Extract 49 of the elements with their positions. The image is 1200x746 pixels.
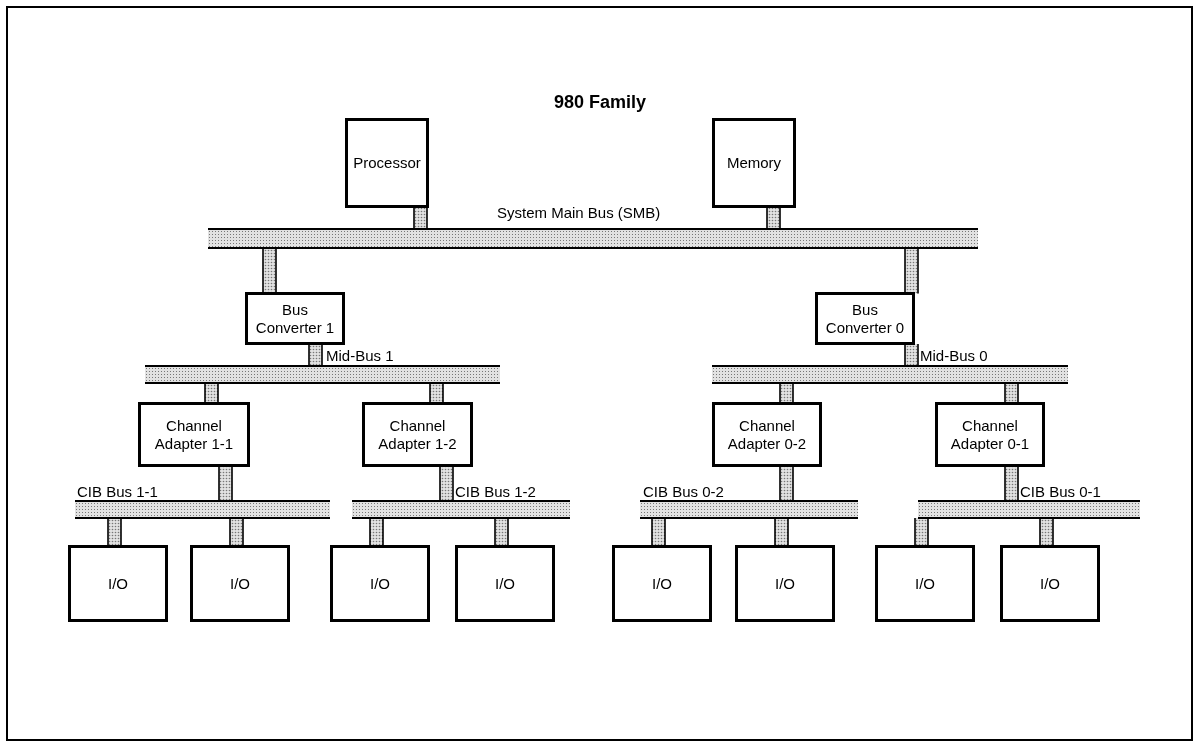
bus-bar [75, 500, 330, 519]
bus-connector [494, 517, 509, 548]
bus-bar [208, 228, 978, 249]
component-box: I/O [190, 545, 290, 622]
bus-connector [766, 206, 781, 231]
component-box: Channel Adapter 1-1 [138, 402, 250, 467]
component-box: I/O [735, 545, 835, 622]
bus-connector [413, 206, 428, 231]
bus-connector [107, 517, 122, 548]
bus-connector [651, 517, 666, 548]
bus-label: Mid-Bus 1 [326, 347, 394, 365]
bus-label: CIB Bus 1-1 [77, 483, 158, 501]
bus-label: CIB Bus 1-2 [455, 483, 536, 501]
bus-connector [204, 382, 219, 405]
bus-connector [779, 382, 794, 405]
component-box: I/O [1000, 545, 1100, 622]
component-box: Memory [712, 118, 796, 208]
bus-label: System Main Bus (SMB) [497, 204, 661, 222]
bus-bar [352, 500, 570, 519]
component-box: Bus Converter 0 [815, 292, 915, 345]
bus-bar [918, 500, 1140, 519]
component-box: Bus Converter 1 [245, 292, 345, 345]
bus-bar [145, 365, 500, 384]
bus-connector [914, 517, 929, 548]
bus-bar [712, 365, 1068, 384]
component-box: I/O [68, 545, 168, 622]
bus-connector [429, 382, 444, 405]
component-box: I/O [330, 545, 430, 622]
bus-connector [229, 517, 244, 548]
component-box: Channel Adapter 0-2 [712, 402, 822, 467]
component-box: Processor [345, 118, 429, 208]
bus-bar [640, 500, 858, 519]
diagram-title: 980 Family [552, 92, 648, 113]
bus-connector [262, 247, 277, 295]
bus-connector [308, 343, 323, 368]
bus-connector [1004, 382, 1019, 405]
bus-connector [369, 517, 384, 548]
component-box: I/O [875, 545, 975, 622]
component-box: I/O [612, 545, 712, 622]
bus-connector [904, 247, 919, 295]
bus-label: Mid-Bus 0 [920, 347, 988, 365]
bus-connector [904, 343, 919, 368]
bus-connector [774, 517, 789, 548]
component-box: Channel Adapter 1-2 [362, 402, 473, 467]
component-box: Channel Adapter 0-1 [935, 402, 1045, 467]
component-box: I/O [455, 545, 555, 622]
bus-connector [1039, 517, 1054, 548]
bus-label: CIB Bus 0-1 [1020, 483, 1101, 501]
bus-label: CIB Bus 0-2 [643, 483, 724, 501]
